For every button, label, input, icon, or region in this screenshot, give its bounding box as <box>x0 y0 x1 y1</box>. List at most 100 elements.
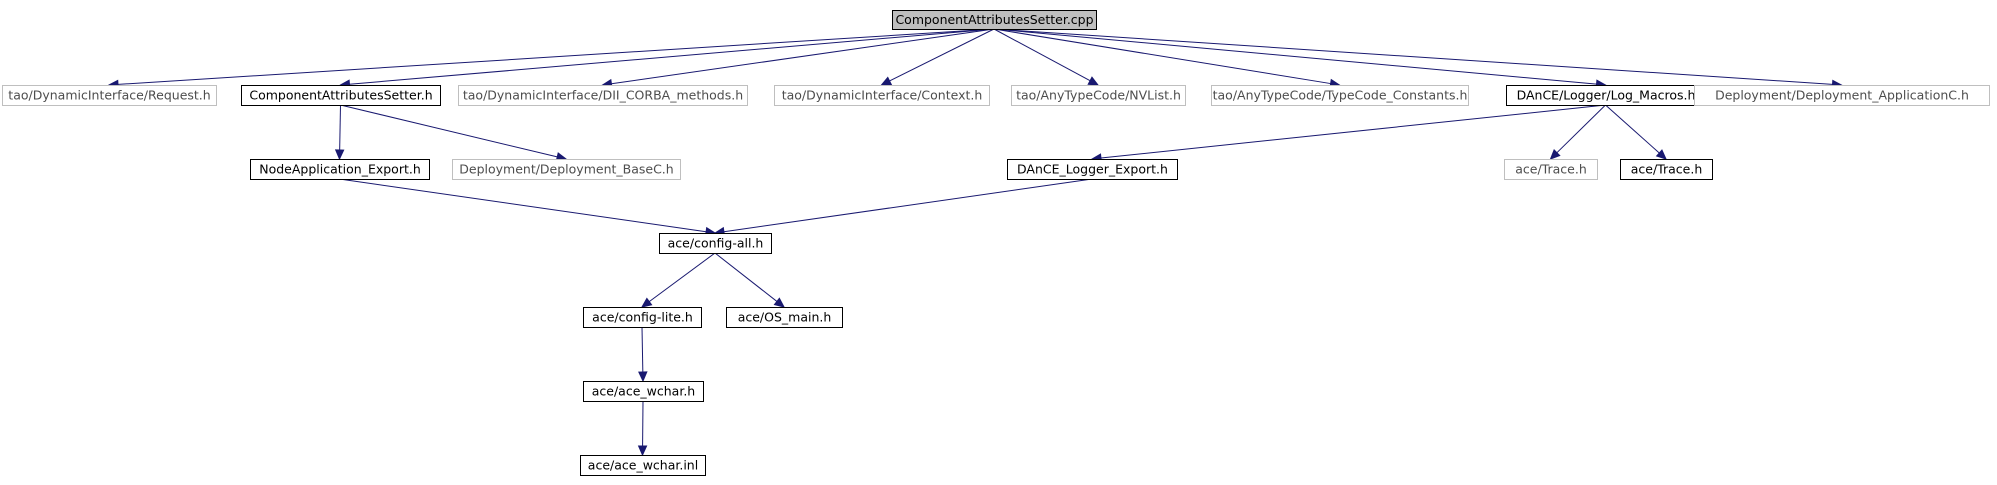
node-basec[interactable]: Deployment/Deployment_BaseC.h <box>452 159 681 180</box>
edge-configall-to-configlite <box>641 252 716 308</box>
edge-cas_h-to-basec <box>340 104 568 162</box>
edge-line <box>993 28 1091 82</box>
node-osmain[interactable]: ace/OS_main.h <box>726 307 843 328</box>
node-box <box>1504 159 1598 180</box>
node-request[interactable]: tao/DynamicInterface/Request.h <box>2 85 217 106</box>
node-label: DAnCE_Logger_Export.h <box>1017 162 1168 177</box>
edge-logmacros-to-trace_ext <box>1549 104 1606 160</box>
node-box <box>452 159 681 180</box>
node-box <box>1011 85 1186 106</box>
edge-arrowhead <box>1655 149 1667 160</box>
node-label: tao/AnyTypeCode/NVList.h <box>1016 88 1181 103</box>
edge-root-to-nvlist <box>993 28 1100 86</box>
node-root[interactable]: ComponentAttributesSetter.cpp <box>892 10 1097 30</box>
node-box <box>1694 85 1990 106</box>
node-label: tao/DynamicInterface/Context.h <box>782 88 983 103</box>
node-trace_int[interactable]: ace/Trace.h <box>1620 159 1713 180</box>
node-wchar_inl[interactable]: ace/ace_wchar.inl <box>580 455 706 476</box>
node-box <box>583 307 702 328</box>
node-box <box>1620 159 1713 180</box>
node-box <box>774 85 990 106</box>
edge-cas_h-to-nodeapp <box>334 104 345 161</box>
node-dii[interactable]: tao/DynamicInterface/DII_CORBA_methods.h <box>458 85 748 106</box>
edge-arrowhead <box>773 297 785 308</box>
edge-root-to-tcconst <box>993 28 1341 89</box>
edge-line <box>117 28 995 85</box>
edge-root-to-context <box>880 28 995 86</box>
edge-line <box>611 28 995 85</box>
node-box <box>659 233 772 254</box>
edge-line <box>723 178 1093 233</box>
edge-loggerexp-to-configall <box>713 178 1093 237</box>
node-box <box>892 10 1097 30</box>
edge-arrowhead <box>1087 76 1100 86</box>
node-trace_ext[interactable]: ace/Trace.h <box>1504 159 1598 180</box>
edge-root-to-appc <box>993 28 1843 90</box>
node-label: ace/ace_wchar.inl <box>588 458 698 473</box>
node-appc[interactable]: Deployment/Deployment_ApplicationC.h <box>1694 85 1990 106</box>
edge-line <box>648 252 716 303</box>
edge-line <box>340 104 558 158</box>
node-nodeapp[interactable]: NodeApplication_Export.h <box>250 159 430 180</box>
node-box <box>241 85 441 106</box>
node-box <box>580 455 706 476</box>
node-logmacros[interactable]: DAnCE/Logger/Log_Macros.h <box>1506 85 1706 106</box>
edge-line <box>641 326 644 373</box>
edge-root-to-cas_h <box>339 28 995 89</box>
edge-nodeapp-to-configall <box>339 178 717 237</box>
node-loggerexp[interactable]: DAnCE_Logger_Export.h <box>1007 159 1178 180</box>
node-label: ComponentAttributesSetter.cpp <box>895 12 1093 27</box>
edge-arrowhead <box>637 445 648 457</box>
node-label: Deployment/Deployment_ApplicationC.h <box>1715 88 1969 103</box>
node-label: DAnCE/Logger/Log_Macros.h <box>1517 88 1696 103</box>
edge-arrowhead <box>641 297 653 308</box>
edge-configall-to-osmain <box>714 252 785 308</box>
node-label: tao/DynamicInterface/Request.h <box>8 88 210 103</box>
node-label: ComponentAttributesSetter.h <box>249 88 432 103</box>
edge-arrowhead <box>1549 148 1561 160</box>
node-label: tao/AnyTypeCode/TypeCode_Constants.h <box>1213 88 1468 103</box>
node-label: Deployment/Deployment_BaseC.h <box>459 162 673 177</box>
edge-line <box>349 28 995 85</box>
node-box <box>250 159 430 180</box>
node-label: ace/Trace.h <box>1515 162 1587 177</box>
node-tcconst[interactable]: tao/AnyTypeCode/TypeCode_Constants.h <box>1211 85 1469 106</box>
node-label: NodeApplication_Export.h <box>259 162 421 177</box>
edge-arrowhead <box>880 76 893 86</box>
node-label: ace/config-all.h <box>668 236 764 251</box>
node-nvlist[interactable]: tao/AnyTypeCode/NVList.h <box>1011 85 1186 106</box>
edge-line <box>889 28 995 82</box>
edge-configlite-to-wchar_h <box>638 326 648 383</box>
edge-logmacros-to-trace_int <box>1605 104 1667 160</box>
edge-line <box>1556 104 1606 154</box>
edge-line <box>339 104 341 151</box>
edge-line <box>1605 104 1660 154</box>
edge-line <box>993 28 1833 85</box>
node-wchar_h[interactable]: ace/ace_wchar.h <box>583 381 704 402</box>
node-cas_h[interactable]: ComponentAttributesSetter.h <box>241 85 441 106</box>
edge-line <box>993 28 1597 85</box>
node-label: ace/ace_wchar.h <box>592 384 695 399</box>
edge-line <box>339 178 707 233</box>
nodes-layer: ComponentAttributesSetter.cpp tao/Dynamic… <box>2 10 1990 476</box>
node-context[interactable]: tao/DynamicInterface/Context.h <box>774 85 990 106</box>
edges-layer <box>107 28 1843 457</box>
node-box <box>2 85 217 106</box>
node-label: tao/DynamicInterface/DII_CORBA_methods.h <box>463 88 743 103</box>
edge-line <box>993 28 1331 85</box>
node-label: ace/Trace.h <box>1631 162 1703 177</box>
edge-arrowhead <box>334 149 345 161</box>
node-configall[interactable]: ace/config-all.h <box>659 233 772 254</box>
node-box <box>1211 85 1469 106</box>
node-label: ace/config-lite.h <box>592 310 693 325</box>
node-box <box>726 307 843 328</box>
edge-logmacros-to-loggerexp <box>1090 104 1606 163</box>
edge-root-to-request <box>107 28 995 90</box>
node-configlite[interactable]: ace/config-lite.h <box>583 307 702 328</box>
edge-root-to-logmacros <box>993 28 1607 89</box>
node-label: ace/OS_main.h <box>738 310 832 325</box>
node-box <box>1007 159 1178 180</box>
edge-line <box>714 252 778 302</box>
edge-line <box>1100 104 1606 159</box>
